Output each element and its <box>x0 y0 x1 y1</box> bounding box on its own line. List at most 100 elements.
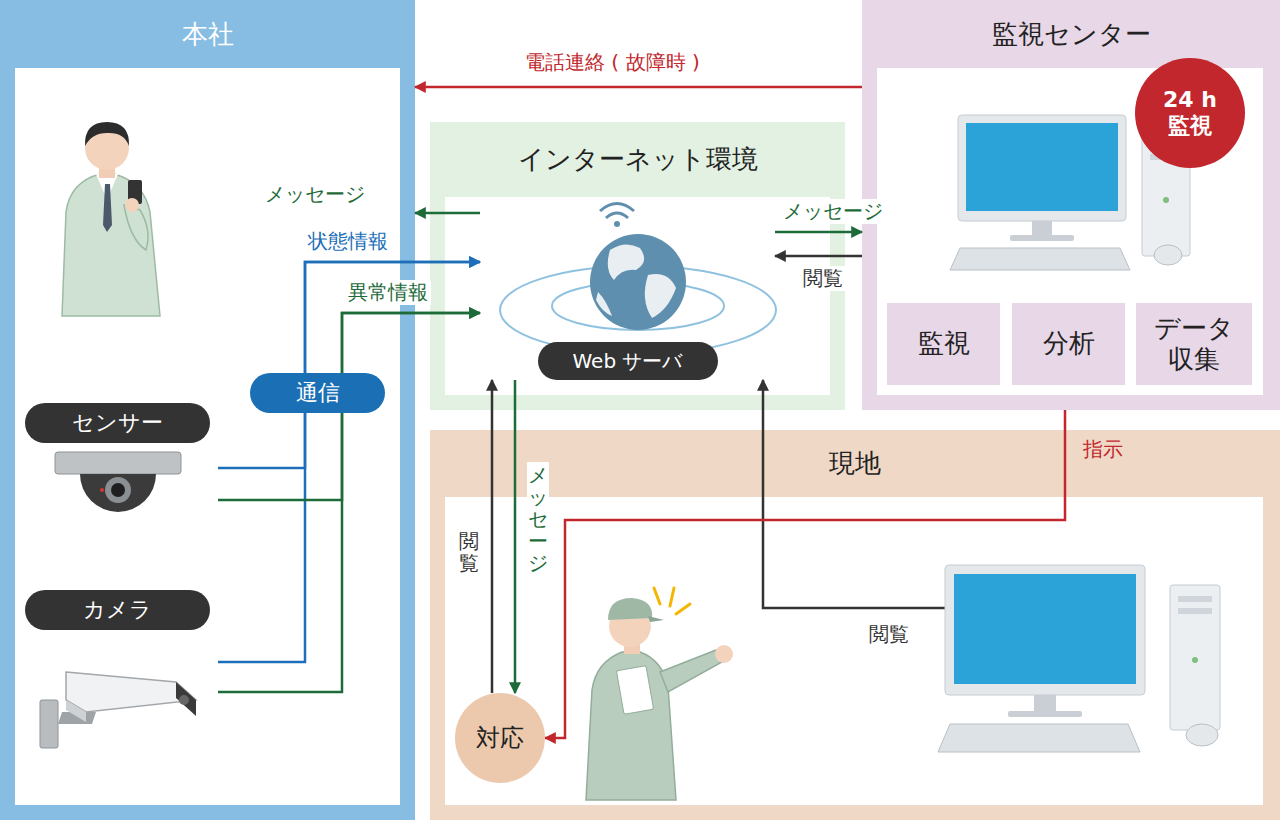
panel-heading: 現地 <box>430 430 1280 497</box>
connector-arrow <box>775 231 862 234</box>
edge-label: 電話連絡 ( 故障時 ) <box>522 50 703 75</box>
box-camera <box>66 700 86 722</box>
function-box: 監視 <box>887 303 1000 385</box>
center-computer <box>1032 221 1052 235</box>
connector-arrow <box>514 380 517 693</box>
label-pill: カメラ <box>25 590 210 630</box>
panel-heading: 本社 <box>0 0 415 68</box>
edge-label: 指示 <box>1080 437 1126 462</box>
label-pill: センサー <box>25 403 210 443</box>
edge-label: 異常情報 <box>345 280 431 305</box>
site-panel: 現地対応 <box>430 430 1280 820</box>
panel-ground <box>862 0 1280 410</box>
edge-label: メッセージ <box>780 199 886 224</box>
center-computer <box>966 123 1118 211</box>
edge-label: 閲覧 <box>866 622 912 647</box>
globe-illustration <box>600 204 634 212</box>
globe-illustration <box>645 274 676 318</box>
office-person <box>85 122 129 146</box>
badge-circle: 24 h 監視 <box>1135 58 1245 168</box>
site-computer <box>1192 657 1198 663</box>
camera-node: カメラ <box>17 590 218 752</box>
edge-label: 状態情報 <box>305 229 391 254</box>
globe-illustration <box>500 204 776 355</box>
connector-arrow <box>762 380 765 430</box>
connector-arrow <box>491 380 494 693</box>
field-worker <box>608 598 652 620</box>
monitor-center-panel: 監視センター24 h 監視監視 分析 データ 収集 <box>862 0 1280 410</box>
node-label: 分析 <box>1043 328 1095 359</box>
panel-ground <box>445 497 1263 805</box>
dome-sensor <box>111 483 125 497</box>
site-computer <box>945 565 1145 695</box>
edge-label: メッセージ <box>527 462 549 576</box>
office-person <box>125 198 139 212</box>
panel-ground <box>877 68 1263 395</box>
node-label: 監視 <box>918 328 970 359</box>
center-computer <box>1154 245 1182 265</box>
field-worker <box>660 650 722 692</box>
globe-illustration <box>590 234 686 330</box>
node-label: 対応 <box>476 724 524 753</box>
function-box: データ 収集 <box>1136 303 1252 385</box>
field-worker <box>715 645 733 663</box>
globe-illustration <box>608 244 644 280</box>
box-camera <box>40 700 58 748</box>
internet-panel: インターネット環境 Web サーバ <box>430 122 845 410</box>
office-person <box>62 174 160 316</box>
connector-arrow <box>775 255 862 258</box>
field-worker <box>586 588 733 800</box>
site-computer <box>1186 724 1218 746</box>
comm-pill: 通信 <box>250 373 385 413</box>
panel-ground <box>445 197 830 395</box>
office-person <box>103 184 112 232</box>
box-camera <box>176 682 196 716</box>
connector-arrow <box>218 313 480 692</box>
edge-label: メッセージ <box>262 182 368 207</box>
office-person <box>124 205 148 250</box>
panel-heading: 監視センター <box>862 0 1280 68</box>
panel-ground <box>430 122 845 410</box>
field-worker <box>670 588 674 606</box>
dome-sensor <box>55 452 181 512</box>
site-computer <box>1170 585 1220 730</box>
connector-arrow <box>415 212 480 215</box>
edge-label: 閲覧 <box>800 266 846 291</box>
field-worker <box>648 616 664 622</box>
site-computer <box>1034 695 1056 711</box>
globe-illustration <box>606 213 628 218</box>
web-server-node: Web サーバ <box>480 195 775 380</box>
function-box: 分析 <box>1012 303 1125 385</box>
site-computer <box>954 574 1136 684</box>
field-worker <box>654 588 660 604</box>
panel-heading: インターネット環境 <box>430 122 845 197</box>
dome-sensor <box>55 452 181 474</box>
label-pill: Web サーバ <box>538 342 718 380</box>
center-computer <box>958 115 1126 221</box>
sensor-node: センサー <box>17 403 218 535</box>
center-computer <box>1010 235 1074 241</box>
office-person <box>62 122 160 316</box>
site-computer <box>1178 596 1212 602</box>
site-computer <box>763 430 1220 752</box>
field-worker <box>676 604 690 614</box>
site-computer <box>938 724 1140 752</box>
connector-arrow <box>218 262 480 468</box>
panel-ground <box>0 0 415 820</box>
connector-arrow <box>218 262 480 662</box>
node-label: 通信 <box>296 380 340 406</box>
dome-sensor <box>80 474 156 512</box>
site-computer <box>1008 711 1082 717</box>
site-computer <box>1178 608 1212 614</box>
head-office-panel: 本社通信センサーカメラ <box>0 0 415 820</box>
center-computer <box>950 248 1130 270</box>
field-worker <box>616 666 653 715</box>
edge-label: 閲覧 <box>458 528 480 576</box>
response-circle: 対応 <box>455 693 545 783</box>
panel-ground <box>430 430 1280 820</box>
dome-sensor <box>100 488 104 492</box>
node-label: データ 収集 <box>1144 313 1244 375</box>
connector-arrow <box>415 86 862 89</box>
